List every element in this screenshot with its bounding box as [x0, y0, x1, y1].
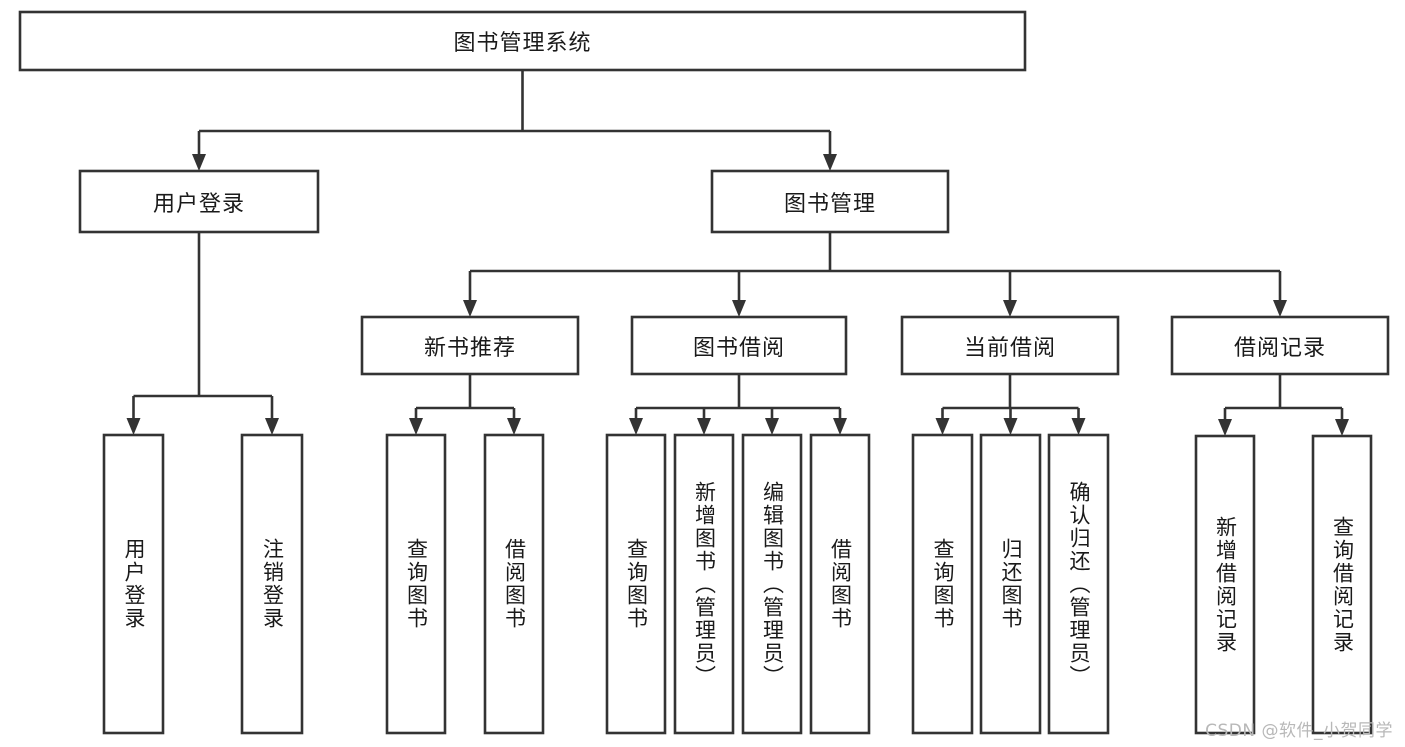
arrow-head-icon	[833, 418, 847, 435]
node-box-book-borrow[interactable]	[630, 315, 848, 376]
arrow-head-icon	[1218, 419, 1232, 436]
arrow-head-icon	[732, 300, 746, 317]
node-box-leaf-return-book[interactable]	[979, 433, 1042, 735]
node-box-leaf-query-book-3[interactable]	[911, 433, 974, 735]
node-box-leaf-add-book[interactable]	[673, 433, 735, 735]
node-box-book-manage[interactable]	[710, 169, 950, 234]
csdn-watermark: CSDN @软件_小贺同学	[1205, 721, 1393, 741]
arrow-head-icon	[126, 418, 141, 435]
arrow-head-icon	[1335, 419, 1349, 436]
node-box-borrow-record[interactable]	[1170, 315, 1390, 376]
arrow-head-icon	[765, 418, 779, 435]
node-box-current-borrow[interactable]	[900, 315, 1120, 376]
arrow-head-icon	[697, 418, 711, 435]
node-box-leaf-confirm-return[interactable]	[1047, 433, 1110, 735]
arrow-head-icon	[1003, 418, 1018, 435]
node-box-leaf-user-login[interactable]	[102, 433, 165, 735]
arrow-head-icon	[823, 154, 837, 171]
node-box-leaf-add-record[interactable]	[1194, 434, 1256, 735]
connectors-layer	[126, 70, 1349, 436]
node-box-leaf-logout[interactable]	[240, 433, 304, 735]
arrow-head-icon	[409, 418, 423, 435]
arrow-head-icon	[629, 418, 643, 435]
arrow-head-icon	[1273, 300, 1287, 317]
node-box-leaf-query-book-1[interactable]	[385, 433, 447, 735]
arrow-head-icon	[192, 154, 206, 171]
node-box-new-book-rec[interactable]	[360, 315, 580, 376]
node-box-user-login[interactable]	[78, 169, 320, 234]
node-box-root[interactable]	[18, 10, 1027, 72]
arrow-head-icon	[265, 418, 279, 435]
node-box-leaf-borrow-book-1[interactable]	[483, 433, 545, 735]
node-box-leaf-edit-book[interactable]	[741, 433, 803, 735]
node-box-leaf-query-record[interactable]	[1311, 434, 1373, 735]
node-boxes-layer	[18, 10, 1390, 735]
arrow-head-icon	[935, 418, 950, 435]
arrow-head-icon	[463, 300, 477, 317]
node-box-leaf-borrow-book-2[interactable]	[809, 433, 871, 735]
arrow-head-icon	[1071, 418, 1086, 435]
arrow-head-icon	[1003, 300, 1017, 317]
arrow-head-icon	[507, 418, 521, 435]
node-box-leaf-query-book-2[interactable]	[605, 433, 667, 735]
